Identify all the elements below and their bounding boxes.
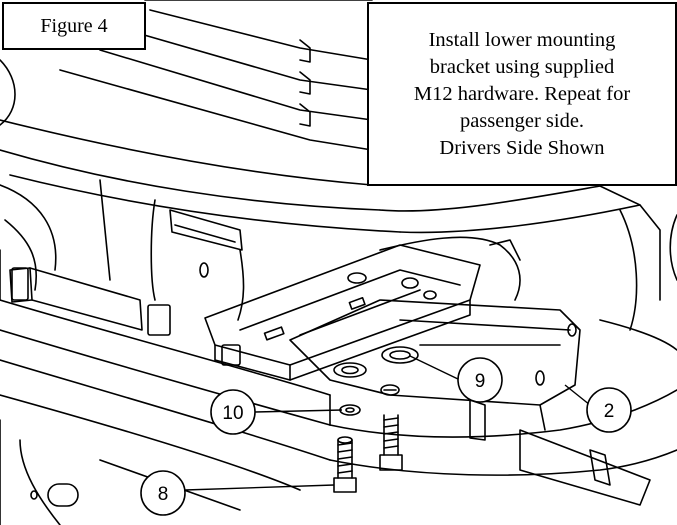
- instruction-line-1: Install lower mounting: [428, 28, 616, 51]
- callout-10: 10: [210, 389, 256, 435]
- slot-hole: [30, 483, 79, 507]
- grille-slats: [59, 0, 373, 151]
- instruction-line-5: Drivers Side Shown: [439, 136, 605, 159]
- callout-2: 2: [586, 387, 632, 433]
- bolt-rear: [379, 414, 403, 471]
- instruction-line-2: bracket using supplied: [429, 55, 615, 78]
- leader-line-2: [564, 384, 591, 406]
- leader-line-10: [254, 409, 343, 413]
- callout-8: 8: [140, 470, 186, 516]
- callout-9-label: 9: [475, 371, 486, 392]
- leader-line-8: [184, 484, 335, 491]
- upper-crossmember: [0, 59, 661, 331]
- callout-2-label: 2: [604, 401, 615, 422]
- left-frame: [0, 179, 245, 331]
- callout-10-label: 10: [222, 403, 243, 424]
- instruction-box: Install lower mounting bracket using sup…: [367, 2, 677, 186]
- instruction-line-4: passenger side.: [459, 109, 585, 132]
- leader-line-9: [409, 355, 461, 381]
- lower-plate: [289, 299, 581, 431]
- bolt-front: [333, 436, 357, 493]
- callout-8-label: 8: [158, 484, 169, 505]
- figure-label: Figure 4: [2, 2, 146, 50]
- fascia-clips: [11, 267, 241, 366]
- tow-hook-edge: [669, 214, 677, 281]
- washer-part-10: [339, 404, 361, 416]
- callout-9: 9: [457, 357, 503, 403]
- instruction-line-3: M12 hardware. Repeat for: [413, 82, 631, 105]
